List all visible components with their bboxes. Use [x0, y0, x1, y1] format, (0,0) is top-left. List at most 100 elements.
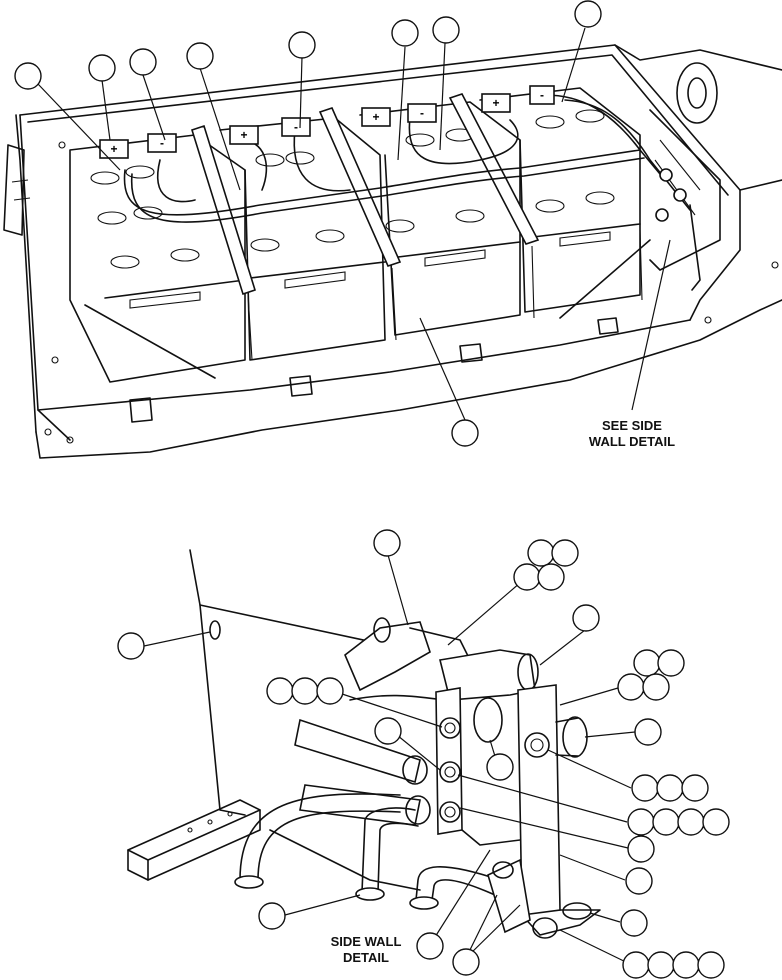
side-wall-bolt-1 — [659, 168, 673, 182]
bracket-base — [461, 829, 521, 846]
right-boot-edges — [555, 717, 579, 757]
boot-middle-cable — [349, 694, 451, 701]
centre-grommet — [473, 697, 503, 743]
battery-3-top-edge — [389, 241, 521, 259]
conduit-3-inner — [431, 879, 496, 901]
callout-balloon — [633, 649, 661, 677]
callout-balloon — [656, 774, 684, 802]
battery-2-label — [284, 271, 346, 289]
stud-nut-3 — [439, 801, 461, 823]
callout-balloon — [391, 19, 419, 47]
callout-balloon — [486, 753, 514, 781]
battery-3-label — [424, 249, 486, 267]
conduit-3-outer — [415, 866, 501, 901]
left-bracket — [3, 144, 25, 236]
callout-balloon — [416, 932, 444, 960]
hold-down-strap-3 — [448, 93, 540, 245]
callout-balloon — [622, 951, 650, 979]
terminal-negative-sign: - — [294, 120, 298, 134]
battery-1-top-edge — [104, 279, 246, 299]
callout-balloon — [617, 673, 645, 701]
cable-link-c — [293, 129, 351, 192]
callout-balloon — [316, 677, 344, 705]
cable-link-d — [408, 117, 519, 165]
battery-4-outline — [479, 87, 641, 313]
callout-balloon — [647, 951, 675, 979]
callout-balloon — [451, 419, 479, 447]
lifting-eye-inner — [687, 77, 707, 109]
cable-left-2 — [299, 784, 421, 826]
callout-balloon — [657, 649, 685, 677]
callout-balloon — [513, 563, 541, 591]
stud-nut-2 — [439, 761, 461, 783]
callout-balloon — [14, 62, 42, 90]
see-side-wall-line2: WALL DETAIL — [588, 434, 676, 449]
callout-balloon — [702, 808, 730, 836]
bracket-foot — [521, 909, 601, 936]
callout-balloon — [697, 951, 725, 979]
right-boot-end — [562, 716, 588, 758]
cable-link-f — [564, 99, 691, 211]
terminal-positive-sign: + — [372, 110, 379, 124]
callout-balloon — [634, 718, 662, 746]
cable-link-a — [157, 159, 196, 203]
callout-balloon — [642, 673, 670, 701]
terminal-positive-sign: + — [110, 142, 117, 156]
conduit-1-outer — [239, 793, 401, 881]
side-wall-lines — [654, 139, 701, 216]
callout-balloon — [432, 16, 460, 44]
callout-balloon — [627, 808, 655, 836]
terminal-blocks — [99, 85, 555, 159]
side-wall-detail-label: SIDE WALL DETAIL — [316, 934, 416, 966]
callout-balloon — [186, 42, 214, 70]
side-wall-bolt-2 — [673, 188, 687, 202]
battery-box-assembly — [3, 44, 782, 459]
conduit-2-flange — [355, 887, 385, 901]
callout-balloon — [627, 835, 655, 863]
top-leader-lines — [37, 27, 671, 421]
foot-3 — [459, 343, 483, 363]
base-holes — [44, 141, 779, 444]
callout-balloon — [677, 808, 705, 836]
callout-balloon — [574, 0, 602, 28]
tube-hole-2 — [207, 819, 213, 825]
boot-upper-cable — [409, 627, 471, 661]
callout-balloon — [681, 774, 709, 802]
callout-balloon — [374, 717, 402, 745]
wall-panel-left — [199, 604, 246, 816]
callout-balloon — [551, 539, 579, 567]
base-plate-left — [15, 114, 37, 433]
callout-balloon — [129, 48, 157, 76]
callout-balloon — [452, 948, 480, 976]
callout-balloon — [572, 604, 600, 632]
main-cable-1-b — [130, 157, 645, 223]
left-bracket-detail — [11, 179, 31, 201]
strap-rods — [247, 229, 643, 361]
stud-nut-1 — [439, 717, 461, 739]
bottom-leader-lines — [143, 554, 636, 966]
hold-down-strap-2 — [318, 107, 402, 267]
terminal-negative-sign: - — [420, 106, 424, 120]
bracket-foot-hole — [562, 902, 592, 920]
terminal-positive-sign: + — [492, 96, 499, 110]
foot-1 — [129, 397, 153, 423]
side-wall-mid — [739, 179, 782, 191]
conduit-1-flange — [234, 875, 264, 889]
tube-hole-3 — [227, 811, 233, 817]
conduit-2-inner — [377, 822, 419, 893]
wall-panel-hole — [209, 620, 221, 640]
terminal-positive-sign: + — [240, 128, 247, 142]
square-tube-top — [127, 799, 261, 861]
callout-balloon — [266, 677, 294, 705]
side-wall-panel — [649, 109, 721, 271]
callout-balloon — [631, 774, 659, 802]
main-cable-1 — [123, 149, 641, 216]
side-wall-detail-assembly — [127, 549, 601, 939]
cable-left-1 — [294, 718, 421, 784]
side-wall-detail-line2: DETAIL — [343, 950, 389, 965]
bottom-callout-balloons — [117, 529, 730, 979]
bracket-upright — [517, 684, 561, 916]
battery-2-top-edge — [249, 261, 386, 279]
